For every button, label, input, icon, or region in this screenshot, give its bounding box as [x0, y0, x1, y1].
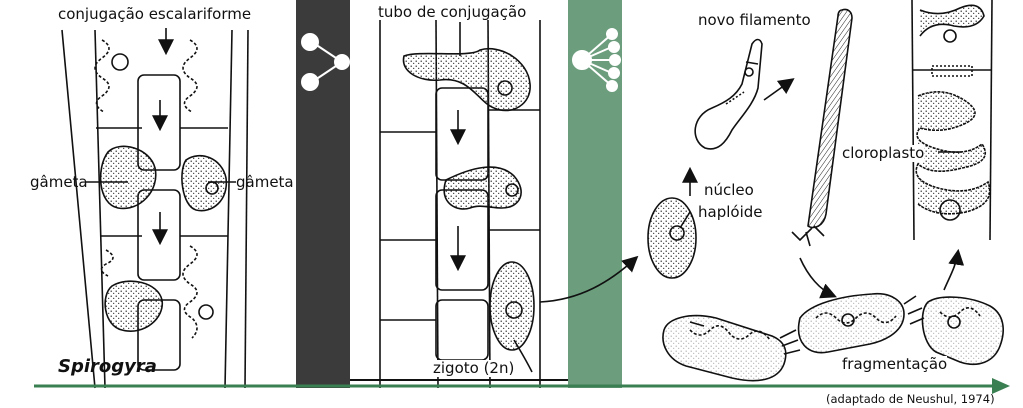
filament-chloroplast-panel	[911, 0, 993, 291]
diagram-title: Spirogyra	[58, 356, 157, 377]
label-fragmentacao: fragmentação	[842, 355, 948, 373]
conjugation-panel	[61, 28, 249, 389]
label-conjugacao-escalariforme: conjugação escalariforme	[58, 5, 252, 23]
two-branch-icon	[301, 33, 350, 91]
label-novo-filamento: novo filamento	[698, 11, 811, 29]
label-haploide: haplóide	[698, 203, 763, 221]
source-credit: (adaptado de Neushul, 1974)	[826, 392, 995, 406]
label-cloroplasto: cloroplasto	[842, 144, 925, 162]
label-zigoto: zigoto (2n)	[433, 359, 515, 377]
label-gameta-left: gâmeta	[30, 173, 88, 191]
fragmentation-panel	[662, 292, 1004, 382]
label-tubo-de-conjugacao: tubo de conjugação	[378, 3, 527, 21]
zygote-panel	[379, 19, 541, 389]
timeline-arrow	[34, 378, 1010, 394]
label-nucleo: núcleo	[704, 181, 754, 199]
germination-panel	[539, 8, 853, 303]
label-gameta-right: gâmeta	[236, 173, 294, 191]
five-branch-icon	[572, 28, 621, 92]
